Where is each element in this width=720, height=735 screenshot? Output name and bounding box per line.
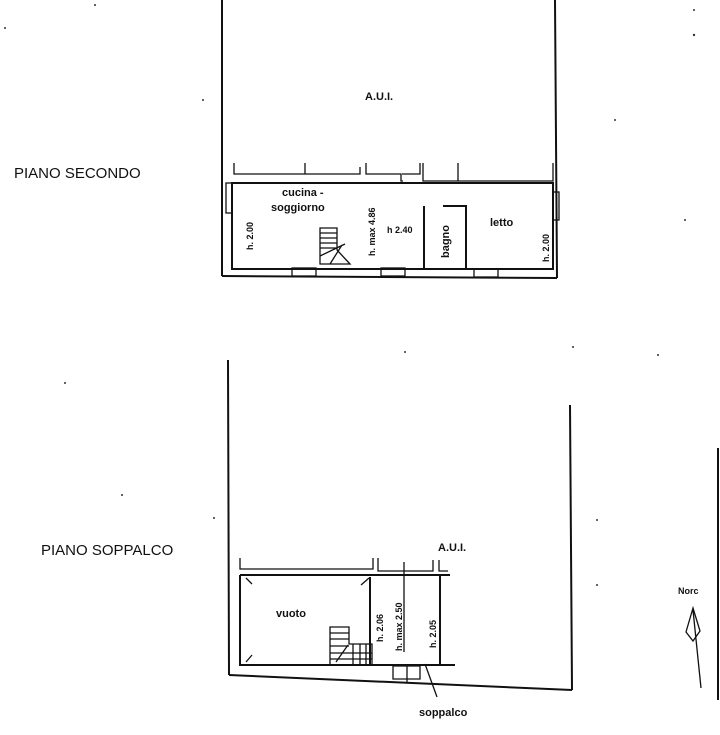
height-label: h. 2.06 [375,614,385,642]
window [380,267,406,277]
room-label: bagno [440,225,452,258]
height-label: h. max 4.86 [367,207,377,256]
height-label: h 2.40 [387,225,413,235]
void-corner-marks [245,577,370,663]
height-label: h. 2.00 [245,222,255,250]
upper-partition [233,163,554,182]
north-label: Norc [678,586,699,596]
outer-wall-right [569,404,573,691]
north-arrow: Norc [678,448,719,700]
height-label: h. 2.05 [428,620,438,648]
room-label: soppalco [419,707,468,719]
room-label: vuoto [276,608,306,620]
scan-noise [4,4,696,586]
upper-partition [239,558,448,572]
outer-wall-left [227,359,230,676]
aui-label: A.U.I. [438,542,466,554]
window [225,182,233,214]
outer-wall-right [554,0,558,279]
outer-wall-bottom [228,674,573,691]
north-arrow-icon [685,605,702,689]
plan-piano-soppalco: PIANO SOPPALCO A.U.I. vuoto soppalco h. … [41,359,573,719]
aui-label: A.U.I. [365,91,393,103]
height-label: h. max 2.50 [394,602,404,651]
soppalco-outline [239,574,455,666]
stair-icon [329,626,373,666]
section-line [392,562,421,683]
window [552,191,560,221]
room-label: letto [490,217,514,229]
apartment-outline [231,182,554,270]
plan-piano-secondo: PIANO SECONDO A.U.I. cucina - soggiorno … [14,0,560,279]
stair-icon [319,227,352,265]
plan-title: PIANO SECONDO [14,165,141,182]
room-label: soggiorno [271,202,325,214]
plan-title: PIANO SOPPALCO [41,542,173,559]
height-label: h. 2.00 [541,234,551,262]
outer-wall-bottom [221,275,558,279]
window [291,267,317,277]
room-label: cucina - [282,187,324,199]
leader-line [424,663,438,698]
window [473,268,499,278]
bagno-wall-right [443,205,467,268]
